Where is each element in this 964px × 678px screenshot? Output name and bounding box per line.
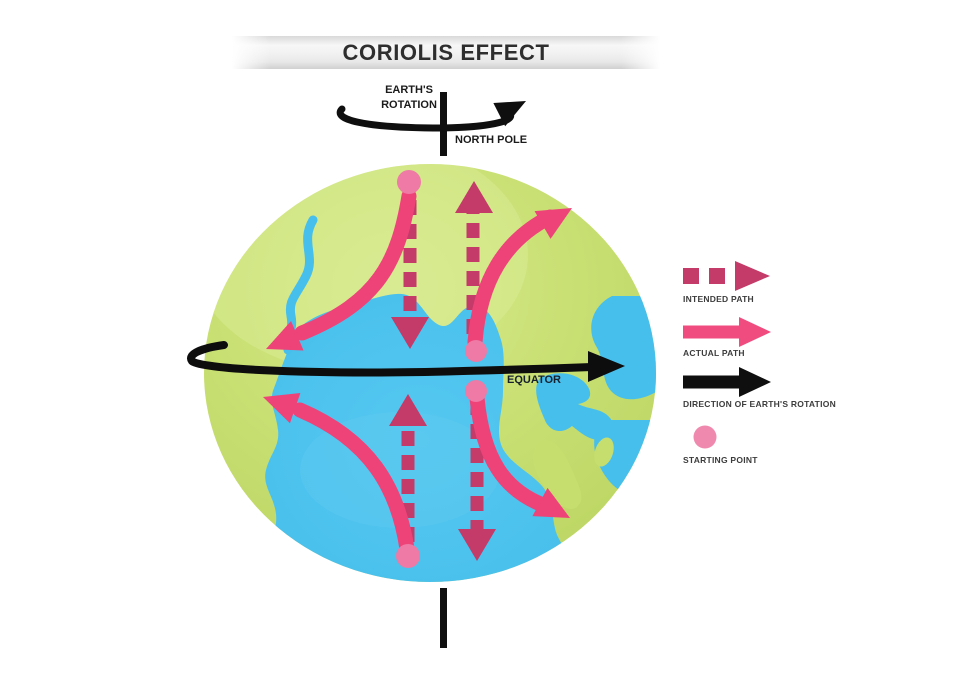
legend-label-actual-path: ACTUAL PATH bbox=[683, 348, 745, 358]
north-pole-label: NORTH POLE bbox=[455, 134, 528, 146]
earth-rotation-arc-icon bbox=[336, 101, 526, 132]
island-small bbox=[594, 437, 614, 467]
dashed-pink-arrow-icon bbox=[683, 261, 770, 291]
legend-label-intended-path: INTENDED PATH bbox=[683, 294, 754, 304]
page-title: CORIOLIS EFFECT bbox=[342, 40, 550, 65]
south-axis-rod bbox=[440, 588, 447, 648]
equator-label: EQUATOR bbox=[507, 374, 561, 386]
actual-path-arrow-se bbox=[469, 390, 570, 518]
banner-gradient bbox=[232, 36, 660, 69]
earths-rotation-label: EARTH'S ROTATION bbox=[381, 84, 437, 111]
intended-path-arrow-nw bbox=[391, 200, 429, 349]
north-axis-rod bbox=[440, 92, 447, 156]
actual-path-arrow-sw bbox=[263, 392, 415, 557]
title-banner: CORIOLIS EFFECT bbox=[232, 36, 660, 69]
intended-path-arrow-ne bbox=[455, 181, 493, 334]
pink-circle-icon bbox=[693, 425, 717, 449]
actual-path-arrow-ne bbox=[467, 208, 572, 350]
intended-path-arrow-se bbox=[458, 400, 496, 561]
inlet bbox=[536, 373, 614, 440]
legend-label-earth-rotation: DIRECTION OF EARTH'S ROTATION bbox=[683, 399, 836, 409]
starting-point-sw bbox=[396, 544, 420, 568]
legend-label-starting-point: STARTING POINT bbox=[683, 455, 758, 465]
starting-point-ne bbox=[465, 340, 487, 362]
black-arrow-icon bbox=[683, 367, 771, 397]
starting-point-se bbox=[465, 380, 487, 402]
intended-path-arrow-sw bbox=[389, 394, 427, 542]
starting-point-nw bbox=[397, 170, 421, 194]
solid-pink-arrow-icon bbox=[683, 317, 771, 347]
island-large bbox=[533, 439, 582, 509]
actual-path-arrow-nw bbox=[266, 188, 417, 351]
sea-northeast bbox=[591, 296, 656, 400]
equator-arrow-icon bbox=[187, 341, 625, 382]
